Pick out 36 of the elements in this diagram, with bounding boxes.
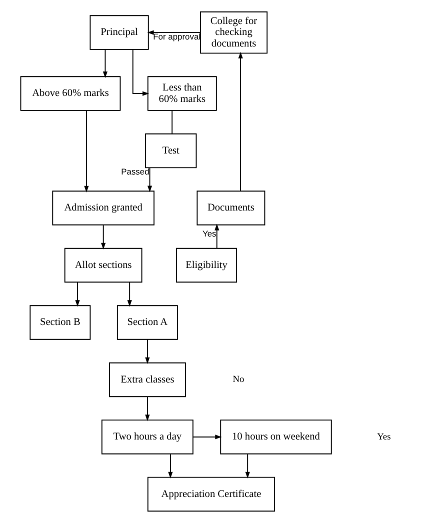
node-box: Two hours a day xyxy=(101,420,194,454)
node-box: Appreciation Certificate xyxy=(147,476,276,512)
node-box: Section A xyxy=(116,305,178,340)
node-box: Admission granted xyxy=(52,190,154,226)
node-box: Less than 60% marks xyxy=(147,76,217,111)
connector xyxy=(172,110,173,134)
arrow xyxy=(192,434,222,440)
arrow xyxy=(145,396,150,422)
node-box: Section B xyxy=(30,305,91,340)
node-box: Allot sections xyxy=(64,248,142,283)
edge-label: Passed xyxy=(121,166,150,176)
edge-label: For approval xyxy=(153,31,201,42)
arrow xyxy=(168,454,173,478)
arrow xyxy=(84,110,89,192)
node-box: Test xyxy=(145,133,197,168)
node-box: Principal xyxy=(90,15,149,50)
arrow xyxy=(75,282,80,307)
arrow xyxy=(147,167,152,192)
node-box: College for checking documents xyxy=(200,11,268,54)
arrow xyxy=(101,224,106,250)
label: No xyxy=(232,375,244,386)
arrow xyxy=(245,454,250,478)
arrow xyxy=(132,49,150,96)
node-box: Eligibility xyxy=(176,248,238,283)
node-box: Above 60% marks xyxy=(20,76,121,111)
arrow xyxy=(102,49,108,78)
arrow xyxy=(145,339,150,364)
arrow xyxy=(238,52,243,192)
arrow xyxy=(127,282,132,307)
label: Yes xyxy=(377,432,391,442)
node-box: Documents xyxy=(196,190,266,226)
arrow xyxy=(214,224,220,249)
edge-label: Yes xyxy=(202,228,216,238)
arrow xyxy=(147,30,201,35)
node-box: Extra classes xyxy=(108,362,186,398)
node-box: 10 hours on weekend xyxy=(220,420,332,454)
